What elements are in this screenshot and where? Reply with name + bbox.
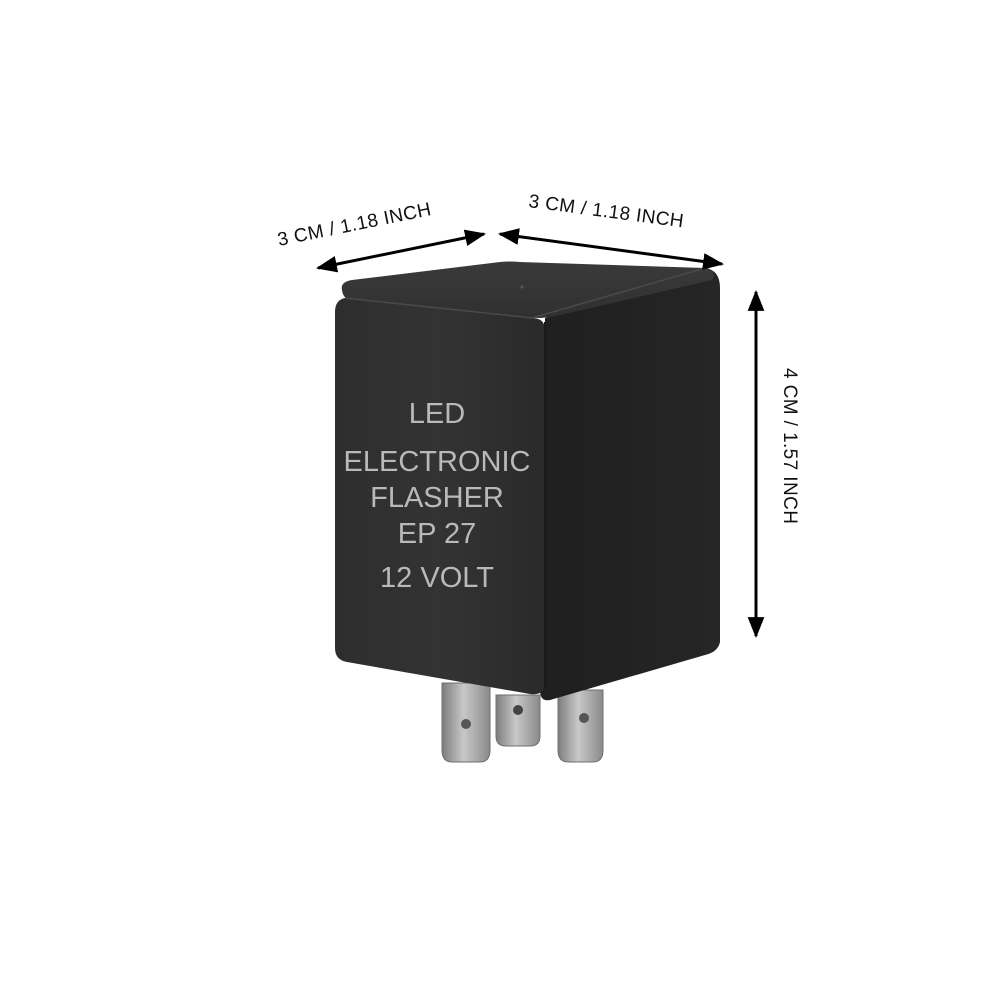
width-left-label: 3 CM / 1.18 INCH: [276, 199, 433, 251]
width-right-arrow: [497, 228, 725, 270]
device-label-line-3: FLASHER: [370, 482, 504, 514]
device-label-line-1: LED: [409, 398, 465, 430]
terminal-pins: [441, 682, 604, 763]
dimension-arrows: [315, 228, 765, 639]
device-label-line-2: ELECTRONIC: [344, 446, 531, 478]
device-label-line-4: EP 27: [398, 518, 476, 550]
terminal-pin-center: [495, 694, 541, 747]
width-right-label: 3 CM / 1.18 INCH: [527, 191, 685, 232]
terminal-pin-left: [441, 682, 491, 763]
terminal-pin-right: [557, 689, 604, 763]
width-left-arrow: [315, 229, 487, 273]
height-label: 4 CM / 1.57 INCH: [779, 368, 800, 524]
device-label: LED ELECTRONIC FLASHER EP 27 12 VOLT: [344, 398, 531, 594]
flasher-relay: [335, 261, 720, 701]
device-label-line-5: 12 VOLT: [380, 562, 494, 594]
